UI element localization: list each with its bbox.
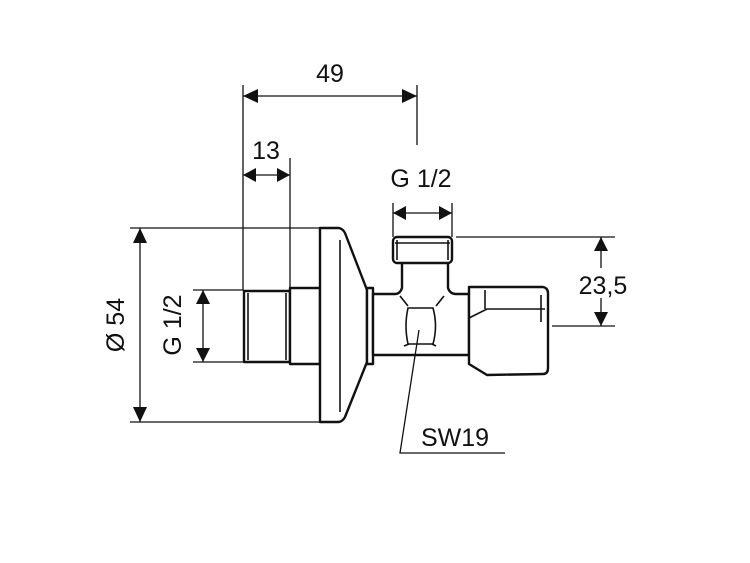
extension-lines xyxy=(130,85,615,423)
dimension-label-top-g12: G 1/2 xyxy=(390,165,451,193)
dimension-thread-length: 13 xyxy=(243,137,290,182)
wrench-size-callout: SW19 xyxy=(399,329,505,454)
dimension-label-49: 49 xyxy=(316,60,344,88)
dimension-overall-length: 49 xyxy=(243,60,417,103)
dimension-top-outlet-thread: G 1/2 xyxy=(390,165,452,220)
dimension-label-left-g12: G 1/2 xyxy=(159,294,187,355)
dimension-inlet-thread: G 1/2 xyxy=(159,290,210,362)
valve-body xyxy=(242,226,550,424)
dimension-label-13: 13 xyxy=(252,137,280,165)
dimension-flange-diameter: Ø 54 xyxy=(102,228,147,422)
dimension-label-sw19: SW19 xyxy=(421,424,489,452)
dimension-outlet-height: 23,5 xyxy=(579,237,628,326)
dimension-label-23-5: 23,5 xyxy=(579,272,628,300)
dimension-label-diameter-54: Ø 54 xyxy=(102,298,130,352)
